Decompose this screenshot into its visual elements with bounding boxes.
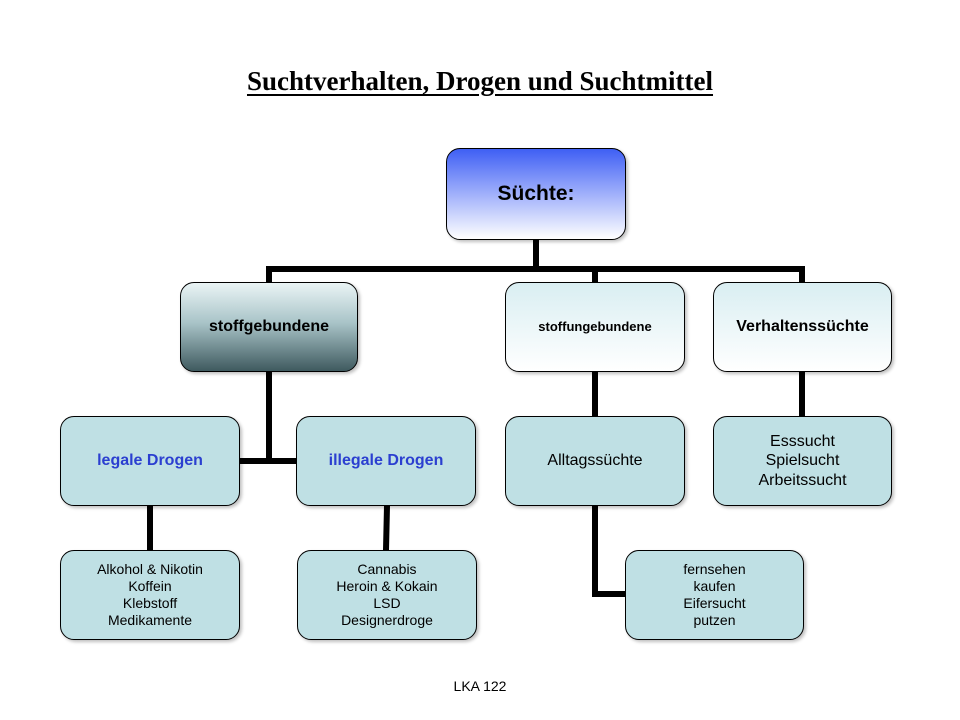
- node-illegale-liste-label: Cannabis Heroin & Kokain LSD Designerdro…: [336, 561, 438, 628]
- node-illegale-liste: Cannabis Heroin & Kokain LSD Designerdro…: [297, 550, 477, 640]
- node-illegale-drogen: illegale Drogen: [296, 416, 476, 506]
- slide-footer: LKA 122: [453, 678, 507, 694]
- node-illegale-drogen-label: illegale Drogen: [328, 452, 444, 470]
- connector-illegale-down: [382, 502, 391, 554]
- node-alltags-liste-label: fernsehen kaufen Eifersucht putzen: [683, 561, 746, 628]
- node-alltags-liste: fernsehen kaufen Eifersucht putzen: [625, 550, 804, 640]
- node-verhaltenssuechte-label: Verhaltenssüchte: [736, 318, 869, 336]
- connector-alltag-elbow: [592, 503, 628, 597]
- node-legale-liste-label: Alkohol & Nikotin Koffein Klebstoff Medi…: [97, 561, 203, 628]
- page-title: Suchtverhalten, Drogen und Suchtmittel: [246, 66, 714, 96]
- node-legale-liste: Alkohol & Nikotin Koffein Klebstoff Medi…: [60, 550, 240, 640]
- node-stoffungebundene: stoffungebundene: [505, 282, 685, 372]
- node-verhaltens-liste-label: Esssucht Spielsucht Arbeitssucht: [758, 433, 847, 489]
- node-stoffungebundene-label: stoffungebundene: [538, 319, 652, 335]
- node-stoffgebundene-label: stoffgebundene: [209, 318, 329, 336]
- node-verhaltens-liste: Esssucht Spielsucht Arbeitssucht: [713, 416, 892, 506]
- node-stoffgebundene: stoffgebundene: [180, 282, 358, 372]
- node-alltagssuechte-label: Alltagssüchte: [547, 452, 643, 470]
- node-legale-drogen-label: legale Drogen: [97, 452, 203, 470]
- node-legale-drogen: legale Drogen: [60, 416, 240, 506]
- node-alltagssuechte: Alltagssüchte: [505, 416, 685, 506]
- node-suechte-label: Süchte:: [497, 182, 575, 206]
- node-verhaltenssuechte: Verhaltenssüchte: [713, 282, 892, 372]
- node-suechte: Süchte:: [446, 148, 626, 240]
